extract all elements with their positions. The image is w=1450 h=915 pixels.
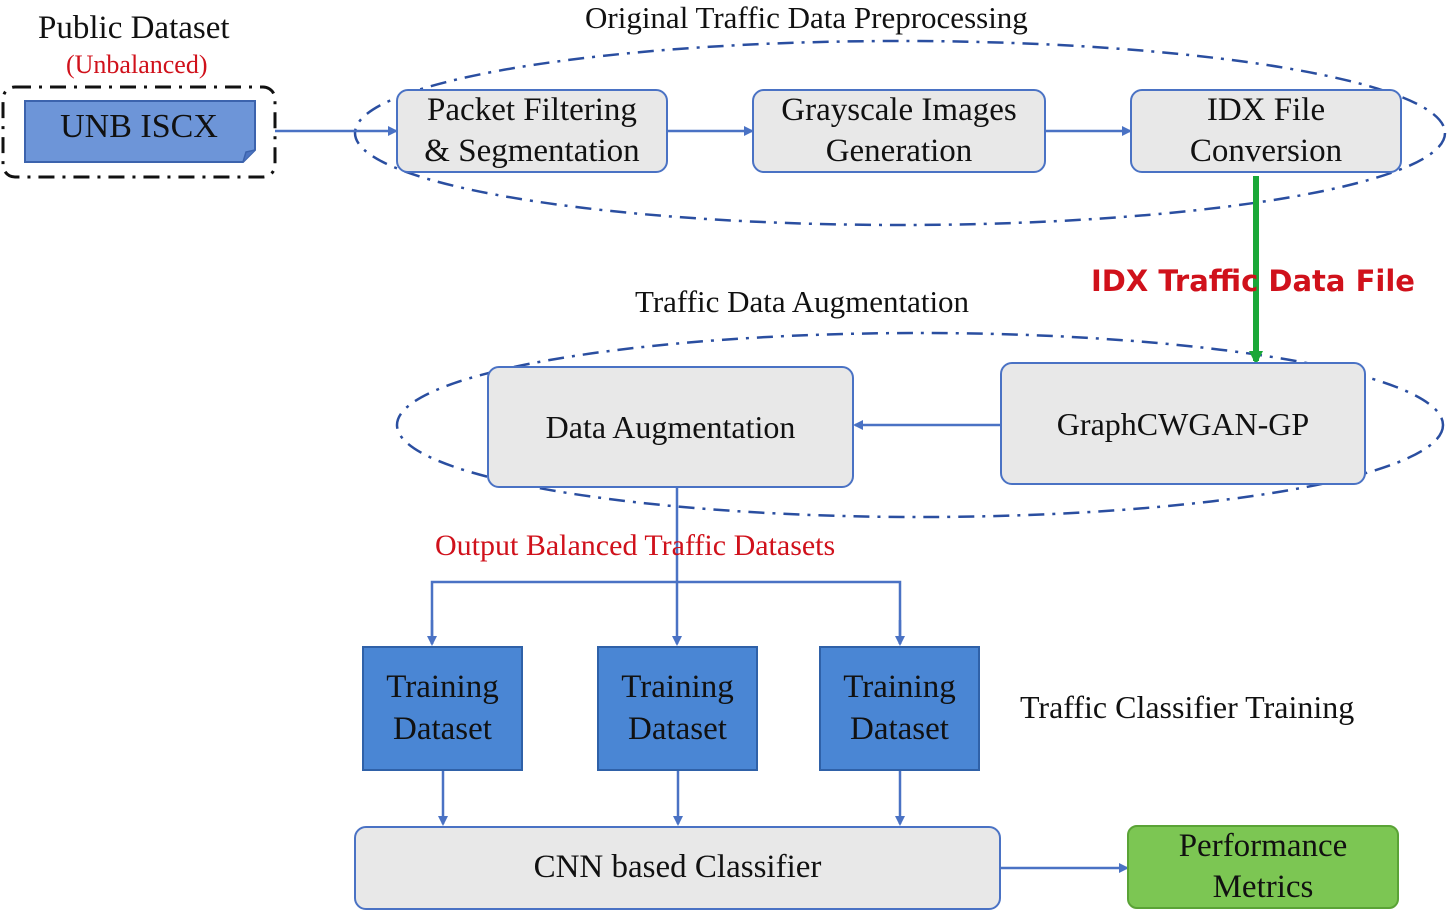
cnn-classifier-label: CNN based Classifier — [533, 849, 822, 886]
training-dataset-3-line2: Dataset — [850, 710, 949, 747]
preprocessing-group-outline — [353, 39, 1447, 227]
idx-file-conversion-box: IDX File Conversion — [1130, 89, 1402, 173]
classifier-training-title: Traffic Classifier Training — [1020, 689, 1355, 725]
grayscale-images-box: Grayscale Images Generation — [752, 89, 1046, 173]
training-dataset-2-line2: Dataset — [628, 710, 727, 747]
graphcwgan-gp-box: GraphCWGAN-GP — [1000, 362, 1366, 485]
output-split-bar — [430, 580, 902, 644]
training-dataset-2: Training Dataset — [597, 646, 758, 771]
training-dataset-1-line1: Training — [386, 669, 499, 706]
public-dataset-subtitle: (Unbalanced) — [66, 50, 208, 79]
cnn-classifier-box: CNN based Classifier — [354, 826, 1001, 910]
data-augmentation-box: Data Augmentation — [487, 366, 854, 488]
preprocessing-title: Original Traffic Data Preprocessing — [585, 0, 1028, 35]
packet-filtering-line2: & Segmentation — [424, 133, 640, 169]
augmentation-title: Traffic Data Augmentation — [635, 284, 970, 319]
augmentation-group-outline — [395, 331, 1445, 519]
performance-metrics-line1: Performance — [1178, 827, 1348, 864]
idx-file-line2: Conversion — [1189, 133, 1343, 169]
grayscale-images-line1: Grayscale Images — [781, 91, 1017, 128]
graphcwgan-gp-label: GraphCWGAN-GP — [1056, 405, 1310, 442]
unb-iscx-label: UNB ISCX — [60, 108, 218, 145]
public-dataset-title: Public Dataset — [38, 10, 230, 46]
grayscale-images-line2: Generation — [825, 133, 973, 169]
packet-filtering-line1: Packet Filtering — [427, 91, 637, 128]
output-balanced-label: Output Balanced Traffic Datasets — [435, 529, 836, 562]
training-dataset-3: Training Dataset — [819, 646, 980, 771]
idx-file-line1: IDX File — [1206, 91, 1326, 128]
idx-traffic-data-file-label: IDX Traffic Data File — [1091, 264, 1415, 298]
performance-metrics-line2: Metrics — [1212, 869, 1314, 905]
training-dataset-2-line1: Training — [621, 669, 734, 706]
document-fold-corner — [242, 149, 256, 163]
training-dataset-1-line2: Dataset — [393, 710, 492, 747]
training-dataset-3-line1: Training — [843, 669, 956, 706]
training-dataset-1: Training Dataset — [362, 646, 523, 771]
performance-metrics-box: Performance Metrics — [1127, 825, 1399, 909]
packet-filtering-box: Packet Filtering & Segmentation — [396, 89, 668, 173]
data-augmentation-label: Data Augmentation — [545, 409, 796, 445]
